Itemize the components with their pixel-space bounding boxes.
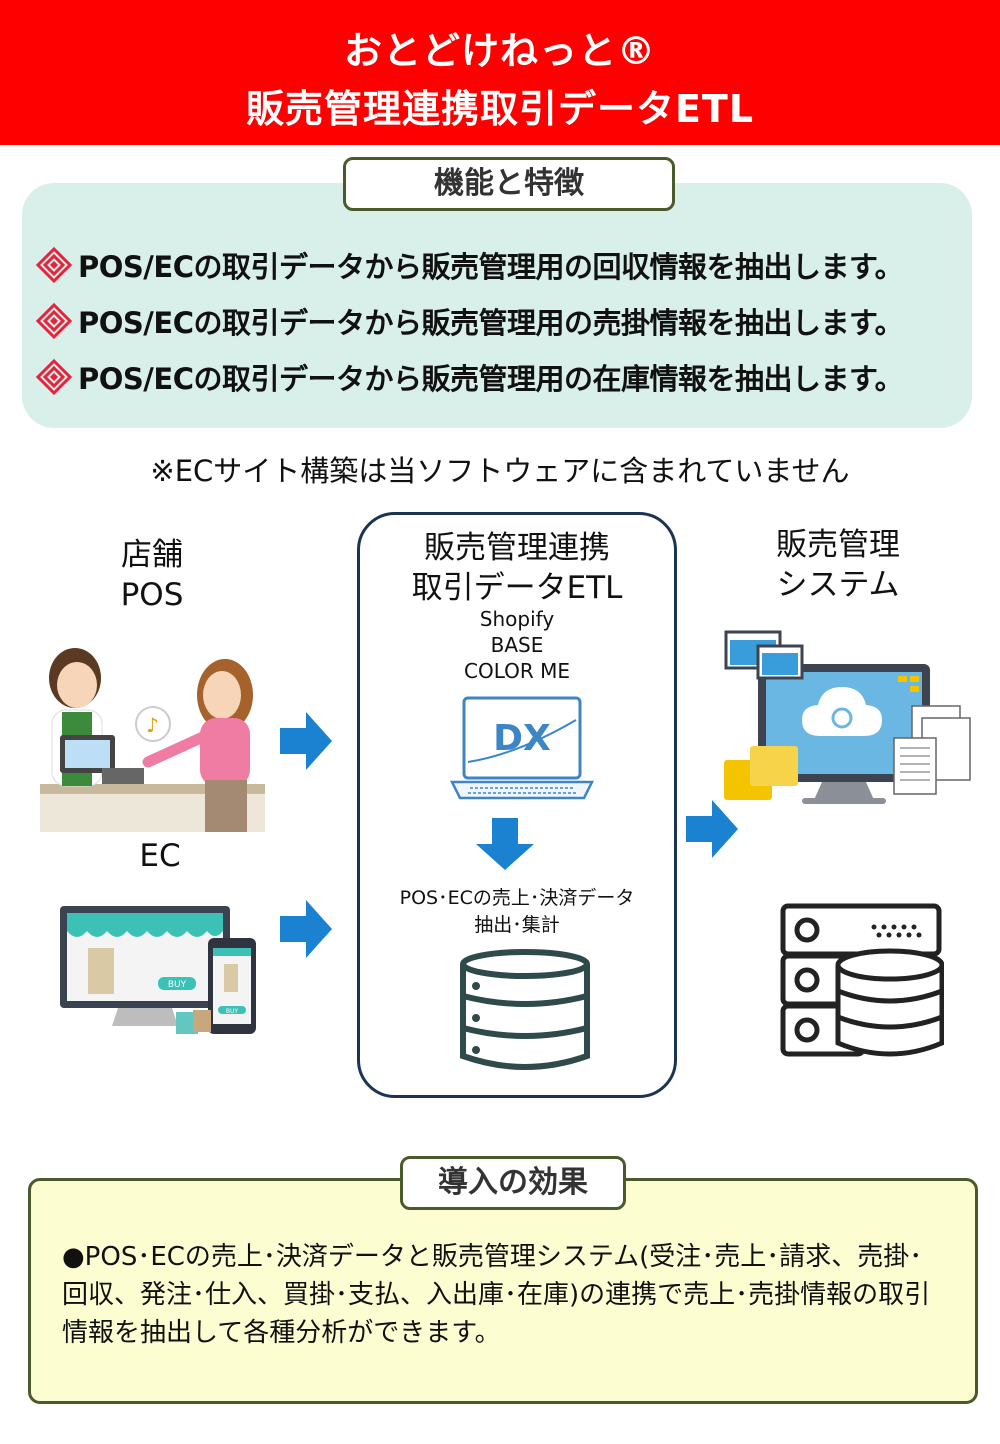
features-panel — [22, 183, 972, 428]
server-database-icon — [780, 903, 944, 1057]
title-line1: おとどけねっと® — [343, 29, 656, 73]
pos-label: 店舗 POS — [120, 537, 184, 613]
etl-title: 販売管理連携 取引データETL — [411, 530, 623, 606]
disclaimer-note: ※ECサイト構築は当ソフトウェアに含まれていません — [150, 454, 850, 488]
management-system-monitor-illustration — [724, 630, 971, 804]
feature-text: POS/ECの取引データから販売管理用の回収情報を抽出します。 — [78, 250, 904, 284]
title-line2: 販売管理連携取引データETL — [245, 87, 755, 131]
etl-panel — [357, 512, 677, 1098]
diamond-bullet-icon — [36, 359, 72, 395]
database-icon — [460, 949, 590, 1070]
ec-shop-illustration: BUY BUY — [60, 906, 256, 1034]
effects-text: ●POS･ECの売上･決済データと販売管理システム(受注･売上･請求、売掛･回収… — [62, 1242, 931, 1348]
system-label: 販売管理 システム — [776, 527, 900, 603]
arrow-right-icon — [686, 800, 738, 858]
features-heading: 機能と特徴 — [343, 157, 675, 211]
source-base: BASE — [490, 633, 544, 657]
etl-sources: Shopify BASE COLOR ME — [357, 606, 677, 684]
feature-text: POS/ECの取引データから販売管理用の在庫情報を抽出します。 — [78, 362, 904, 396]
buy-label: BUY — [168, 980, 187, 990]
diamond-bullet-icon — [36, 247, 72, 283]
diamond-bullet-icon — [36, 303, 72, 339]
feature-item-2: POS/ECの取引データから販売管理用の売掛情報を抽出します。 — [36, 300, 904, 342]
header-banner: おとどけねっと® 販売管理連携取引データETL — [0, 0, 1000, 145]
feature-item-3: POS/ECの取引データから販売管理用の在庫情報を抽出します。 — [36, 356, 904, 398]
feature-text: POS/ECの取引データから販売管理用の売掛情報を抽出します。 — [78, 306, 904, 340]
svg-text:♪: ♪ — [146, 713, 159, 737]
arrow-right-icon — [280, 712, 332, 770]
store-pos-illustration: ♪ — [40, 648, 265, 832]
feature-item-1: POS/ECの取引データから販売管理用の回収情報を抽出します。 — [36, 244, 904, 286]
arrow-right-icon — [280, 900, 332, 958]
etl-caption: POS･ECの売上･決済データ 抽出･集計 — [399, 887, 635, 936]
dx-label: DX — [493, 718, 551, 759]
ec-label: EC — [139, 838, 181, 874]
arrow-down-icon — [476, 818, 534, 870]
dx-laptop-icon: DX — [449, 696, 595, 800]
source-shopify: Shopify — [479, 607, 555, 631]
source-colorme: COLOR ME — [463, 659, 571, 683]
effects-panel — [28, 1178, 978, 1404]
effects-heading: 導入の効果 — [400, 1156, 626, 1210]
buy-label-mobile: BUY — [226, 1008, 239, 1015]
